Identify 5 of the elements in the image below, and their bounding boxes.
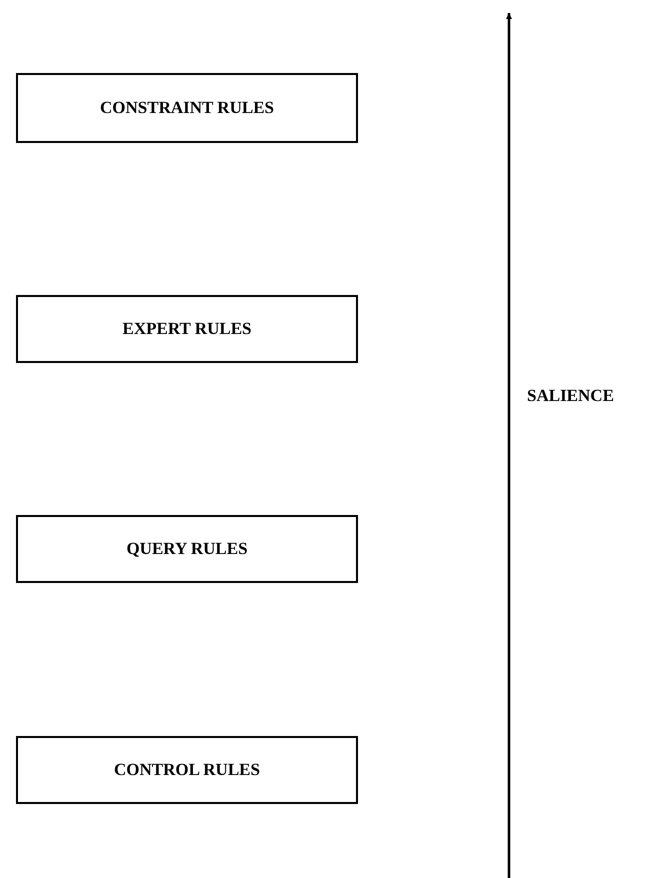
rule-label: CONTROL RULES	[114, 760, 260, 780]
rule-label: QUERY RULES	[126, 539, 248, 559]
rule-label: CONSTRAINT RULES	[100, 98, 274, 118]
rule-label: EXPERT RULES	[122, 319, 252, 339]
axis-label: SALIENCE	[527, 386, 614, 406]
